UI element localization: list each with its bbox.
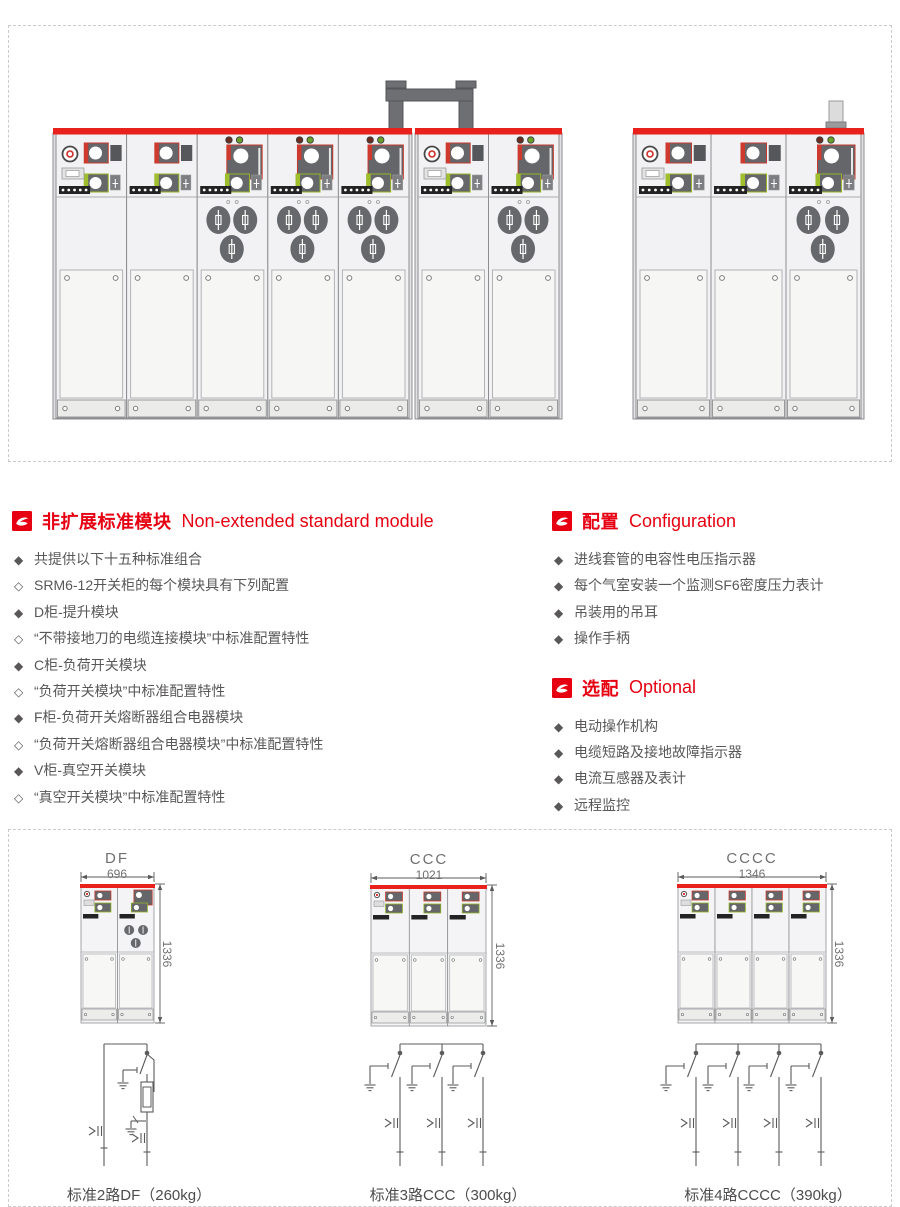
feature-text: 共提供以下十五种标准组合 [34,551,202,567]
bullet-icon: ◆ [14,711,24,726]
feature-item: ◆ 电流互感器及表计 [554,766,892,792]
bullet-icon: ◇ [14,737,24,752]
feature-item: ◆ 远程监控 [554,793,892,819]
feature-text: “负荷开关熔断器组合电器模块”中标准配置特性 [34,735,324,752]
feature-text: D柜-提升模块 [34,603,119,620]
switchgear-illustration [52,80,865,420]
width-dimension-label: 1021 [415,868,443,882]
feature-text: 电流互感器及表计 [574,770,686,787]
bullet-icon: ◆ [14,764,24,779]
dimension-drawings [80,872,837,1166]
feature-text: “负荷开关模块”中标准配置特性 [34,683,226,700]
brand-swoosh-icon [552,677,572,698]
bullet-icon: ◇ [14,632,24,647]
feature-item: ◇ “真空开关模块”中标准配置特性 [14,785,532,811]
bullet-icon: ◆ [554,605,564,620]
product-photo-panel [8,25,892,462]
drawing-caption: 标准3路CCC（300kg） [369,1187,527,1204]
feature-item: ◆ 电缆短路及接地故障指示器 [554,740,892,766]
feature-text: 电缆短路及接地故障指示器 [574,744,742,761]
feature-text: 远程监控 [574,796,630,813]
feature-item: ◆ V柜-真空开关模块 [14,758,532,784]
bullet-icon: ◆ [14,553,24,567]
bullet-icon: ◆ [554,772,564,787]
bullet-icon: ◆ [14,605,24,620]
bullet-icon: ◇ [14,579,24,594]
feature-item: ◆ C柜-负荷开关模块 [14,653,532,679]
feature-item: ◆ 吊装用的吊耳 [554,600,892,626]
bullet-icon: ◆ [554,746,564,761]
config-list: ◆ 进线套管的电容性电压指示器 ◆ 每个气室安装一个监测SF6密度压力表计 ◆ 吊装用的吊… [554,547,892,653]
section-title: 非扩展标准模块 Non-extended standard module [12,508,532,534]
height-dimension-label: 1336 [160,940,174,968]
optional-title: 选配 Optional [552,675,892,701]
feature-item: ◆ F柜-负荷开关熔断器组合电器模块 [14,705,532,731]
dimension-drawings-panel: DF CCC CCCC 696 1021 1346 1336 1336 1336… [8,829,892,1207]
feature-text: 操作手柄 [574,630,630,647]
optional-title-en: Optional [629,677,697,698]
bullet-icon: ◆ [14,658,24,673]
brand-swoosh-icon [552,511,572,531]
optional-title-zh: 选配 [582,678,619,699]
section-title-zh: 非扩展标准模块 [42,512,172,532]
feature-item: ◇ “负荷开关模块”中标准配置特性 [14,679,532,705]
feature-item: ◇ “不带接地刀的电缆连接模块”中标准配置特性 [14,626,532,652]
feature-text: SRM6-12开关柜的每个模块具有下列配置 [34,577,290,594]
config-title: 配置 Configuration [552,508,892,534]
bullet-icon: ◇ [14,685,24,700]
feature-item: ◆ 操作手柄 [554,626,892,652]
section-title-en: Non-extended standard module [181,510,434,531]
feature-item: ◇ “负荷开关熔断器组合电器模块”中标准配置特性 [14,732,532,758]
feature-item: ◆ 共提供以下十五种标准组合 [14,547,532,573]
feature-text: “不带接地刀的电缆连接模块”中标准配置特性 [34,630,310,647]
drawing-title: CCCC [726,850,778,867]
config-title-en: Configuration [629,510,737,531]
feature-text: 每个气室安装一个监测SF6密度压力表计 [574,577,824,594]
feature-text: 进线套管的电容性电压指示器 [574,551,756,567]
height-dimension-label: 1336 [493,942,507,970]
feature-item: ◆ D柜-提升模块 [14,600,532,626]
width-dimension-label: 696 [106,867,128,881]
section-configuration: 配置 Configuration ◆ 进线套管的电容性电压指示器 ◆ 每个气室安装一个… [552,508,892,819]
feature-list: ◆ 共提供以下十五种标准组合 ◇ SRM6-12开关柜的每个模块具有下列配置 ◆ D柜-提… [14,547,532,811]
config-title-zh: 配置 [582,512,619,532]
drawing-caption: 标准4路CCCC（390kg） [684,1187,852,1204]
feature-item: ◆ 每个气室安装一个监测SF6密度压力表计 [554,573,892,599]
feature-text: V柜-真空开关模块 [34,762,146,779]
bullet-icon: ◆ [554,632,564,647]
brand-swoosh-icon [12,511,32,531]
feature-text: 电动操作机构 [574,717,658,734]
height-dimension-label: 1336 [832,940,846,968]
feature-text: F柜-负荷开关熔断器组合电器模块 [34,709,244,726]
width-dimension-label: 1346 [738,867,766,881]
optional-list: ◆ 电动操作机构 ◆ 电缆短路及接地故障指示器 ◆ 电流互感器及表计 ◆ 远程监控 [554,714,892,820]
feature-text: C柜-负荷开关模块 [34,656,147,673]
bullet-icon: ◆ [554,719,564,734]
bullet-icon: ◆ [554,553,564,567]
feature-item: ◆ 进线套管的电容性电压指示器 [554,547,892,573]
drawing-caption: 标准2路DF（260kg） [66,1187,212,1204]
drawing-title: DF [105,850,129,867]
section-non-extended-module: 非扩展标准模块 Non-extended standard module ◆ 共提… [12,508,532,811]
feature-item: ◇ SRM6-12开关柜的每个模块具有下列配置 [14,573,532,599]
feature-item: ◆ 电动操作机构 [554,714,892,740]
feature-text: 吊装用的吊耳 [574,603,658,620]
drawing-title: CCC [409,851,449,868]
feature-text: “真空开关模块”中标准配置特性 [34,788,226,805]
bullet-icon: ◆ [554,579,564,594]
bullet-icon: ◇ [14,790,24,805]
bullet-icon: ◆ [554,798,564,813]
